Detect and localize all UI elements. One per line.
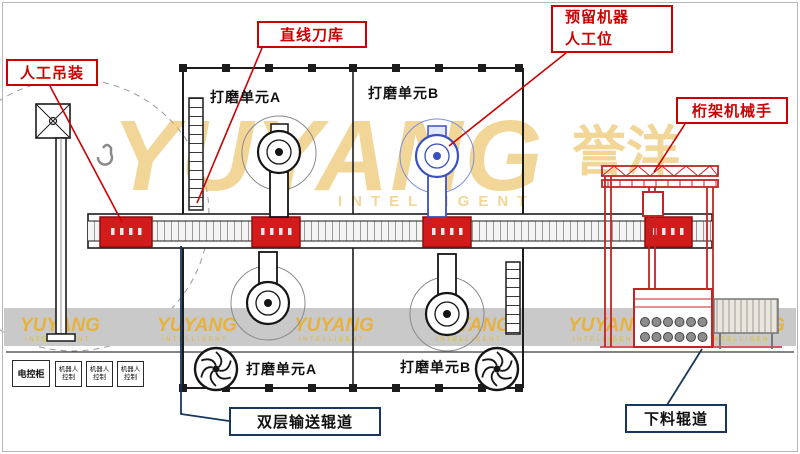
electric-cabinet-label: 电控柜 bbox=[17, 369, 45, 379]
robot-controller-label: 机器人 bbox=[120, 366, 141, 373]
callout-double-layer-conveyor: 双层输送辊道 bbox=[229, 407, 381, 436]
robot-controller-1: 机器人 控制 bbox=[55, 361, 82, 387]
callout-manual-hoist-label: 人工吊装 bbox=[19, 65, 84, 82]
callout-linear-tool-magazine-label: 直线刀库 bbox=[279, 27, 344, 44]
station-hoist bbox=[99, 216, 153, 248]
hoist-hook-icon bbox=[96, 143, 114, 166]
robot-controller-3: 机器人 控制 bbox=[117, 361, 144, 387]
robot-controller-label: 机器人 bbox=[89, 366, 110, 373]
callout-manual-hoist: 人工吊装 bbox=[6, 59, 98, 86]
band-logo-sub: INTELLIGENT bbox=[710, 337, 776, 343]
fan-left-icon bbox=[193, 346, 239, 392]
band-logo-sub: INTELLIGENT bbox=[436, 337, 502, 343]
leader-manual-hoist bbox=[49, 85, 123, 223]
callout-reserved-robot-station: 预留机器 人工位 bbox=[551, 5, 673, 53]
band-logo: YUYANG bbox=[294, 315, 374, 336]
tool-magazine-rack bbox=[188, 97, 204, 211]
robot-controller-label: 控制 bbox=[62, 374, 75, 381]
robot-controller-label: 机器人 bbox=[58, 366, 79, 373]
robot-controller-label: 控制 bbox=[93, 374, 106, 381]
unit-label-bottom-a: 打磨单元A bbox=[246, 361, 318, 377]
hoist-crane bbox=[35, 103, 114, 342]
side-rack bbox=[505, 261, 521, 335]
callout-unloading-roller: 下料辊道 bbox=[625, 404, 727, 433]
station-unit-b bbox=[422, 216, 472, 248]
leader-double-layer bbox=[180, 246, 230, 422]
callout-reserved-line1: 预留机器 bbox=[565, 9, 630, 26]
callout-reserved-line2: 人工位 bbox=[565, 31, 614, 48]
robot-top-b-reserved bbox=[399, 118, 475, 218]
unit-label-top-b: 打磨单元B bbox=[368, 85, 440, 101]
main-conveyor bbox=[87, 213, 713, 249]
robot-controller-label: 控制 bbox=[124, 374, 137, 381]
unit-label-bottom-b: 打磨单元B bbox=[400, 359, 472, 375]
truss-manipulator bbox=[600, 165, 782, 348]
parts-table bbox=[633, 288, 713, 348]
leader-lines bbox=[49, 47, 703, 422]
callout-double-layer-label: 双层输送辊道 bbox=[256, 414, 353, 431]
conveyor-stations bbox=[99, 216, 693, 248]
unloading-conveyor bbox=[713, 298, 779, 349]
unit-label-top-a: 打磨单元A bbox=[210, 89, 282, 105]
callout-linear-tool-magazine: 直线刀库 bbox=[257, 21, 367, 48]
robot-bottom-a bbox=[230, 251, 306, 341]
station-truss bbox=[644, 216, 693, 248]
leader-unloading bbox=[666, 348, 703, 406]
station-unit-a bbox=[251, 216, 301, 248]
leader-tool-magazine bbox=[196, 47, 263, 204]
electric-cabinet: 电控柜 bbox=[12, 360, 50, 387]
band-logo-sub: INTELLIGENT bbox=[162, 337, 228, 343]
band-logo: YUYANG bbox=[157, 315, 237, 336]
callout-truss-manipulator-label: 桁架机械手 bbox=[691, 103, 772, 120]
truss-carriage bbox=[642, 191, 664, 217]
band-logo-sub: INTELLIGENT bbox=[299, 337, 365, 343]
leader-reserved-station bbox=[448, 52, 567, 147]
callout-unloading-roller-label: 下料辊道 bbox=[643, 411, 708, 428]
band-logo-sub: INTELLIGENT bbox=[573, 337, 639, 343]
robot-controller-2: 机器人 控制 bbox=[86, 361, 113, 387]
fan-right-icon bbox=[474, 346, 520, 392]
watermark-brand-cn: 誉洋 bbox=[572, 122, 680, 182]
leader-truss bbox=[653, 123, 686, 173]
robot-bottom-b bbox=[409, 253, 485, 352]
callout-truss-manipulator: 桁架机械手 bbox=[676, 97, 788, 124]
machine-frame bbox=[179, 64, 524, 392]
robot-top-a bbox=[241, 115, 317, 218]
band-logo: YUYANG bbox=[568, 315, 648, 336]
